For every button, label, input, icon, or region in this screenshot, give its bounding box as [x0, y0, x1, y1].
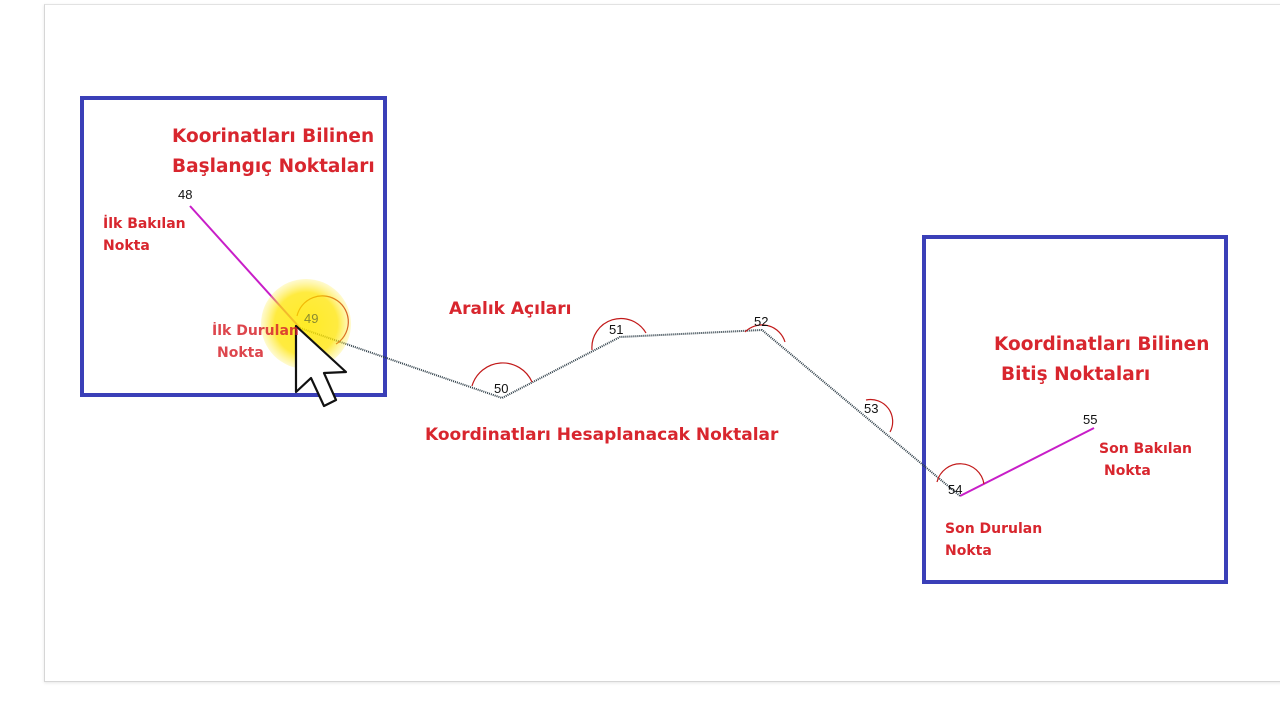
canvas-page — [44, 4, 1280, 682]
first-backsight-label: İlk Bakılan Nokta — [103, 213, 186, 257]
last-backsight-label: Son Bakılan Nokta — [1099, 438, 1192, 482]
start-title-line-2: Başlangıç Noktaları — [172, 156, 375, 177]
start-points-title: Koorinatları Bilinen Başlangıç Noktaları — [172, 122, 375, 182]
first-station-line-2: Nokta — [217, 345, 264, 361]
point-label-52: 52 — [754, 314, 769, 329]
point-label-50: 50 — [494, 381, 509, 396]
point-label-51: 51 — [609, 322, 624, 337]
first-station-line-1: İlk Durulan — [212, 323, 299, 339]
backsight-line-54-55 — [959, 427, 1095, 497]
point-label-53: 53 — [864, 401, 879, 416]
point-label-54: 54 — [948, 482, 963, 497]
last-station-line-2: Nokta — [945, 543, 992, 559]
end-title-line-2: Bitiş Noktaları — [1001, 364, 1151, 385]
start-points-box — [80, 96, 387, 397]
point-label-49: 49 — [304, 311, 319, 326]
last-backsight-line-1: Son Bakılan — [1099, 441, 1192, 457]
last-station-line-1: Son Durulan — [945, 521, 1043, 537]
mouse-pointer-icon — [294, 324, 348, 408]
angle-arc-51 — [591, 317, 647, 351]
point-label-55: 55 — [1083, 412, 1098, 427]
end-points-box — [922, 235, 1228, 584]
start-title-line-1: Koorinatları Bilinen — [172, 126, 375, 147]
angle-arc-50 — [471, 362, 533, 387]
last-station-label: Son Durulan Nokta — [945, 518, 1042, 562]
first-backsight-line-1: İlk Bakılan — [103, 216, 186, 232]
last-backsight-line-2: Nokta — [1104, 463, 1151, 479]
cursor-highlight — [261, 279, 351, 369]
end-title-line-1: Koordinatları Bilinen — [994, 334, 1210, 355]
computed-points-label: Koordinatları Hesaplanacak Noktalar — [425, 425, 779, 445]
first-station-label: İlk Durulan Nokta — [212, 320, 299, 364]
interval-angles-label: Aralık Açıları — [449, 299, 572, 319]
end-points-title: Koordinatları Bilinen Bitiş Noktaları — [994, 330, 1209, 390]
point-label-48: 48 — [178, 187, 193, 202]
angle-arc-53 — [865, 398, 894, 433]
first-backsight-line-2: Nokta — [103, 238, 150, 254]
traverse-polyline — [299, 327, 961, 497]
angle-arc-52 — [744, 324, 786, 343]
angle-arc-54 — [936, 463, 985, 485]
